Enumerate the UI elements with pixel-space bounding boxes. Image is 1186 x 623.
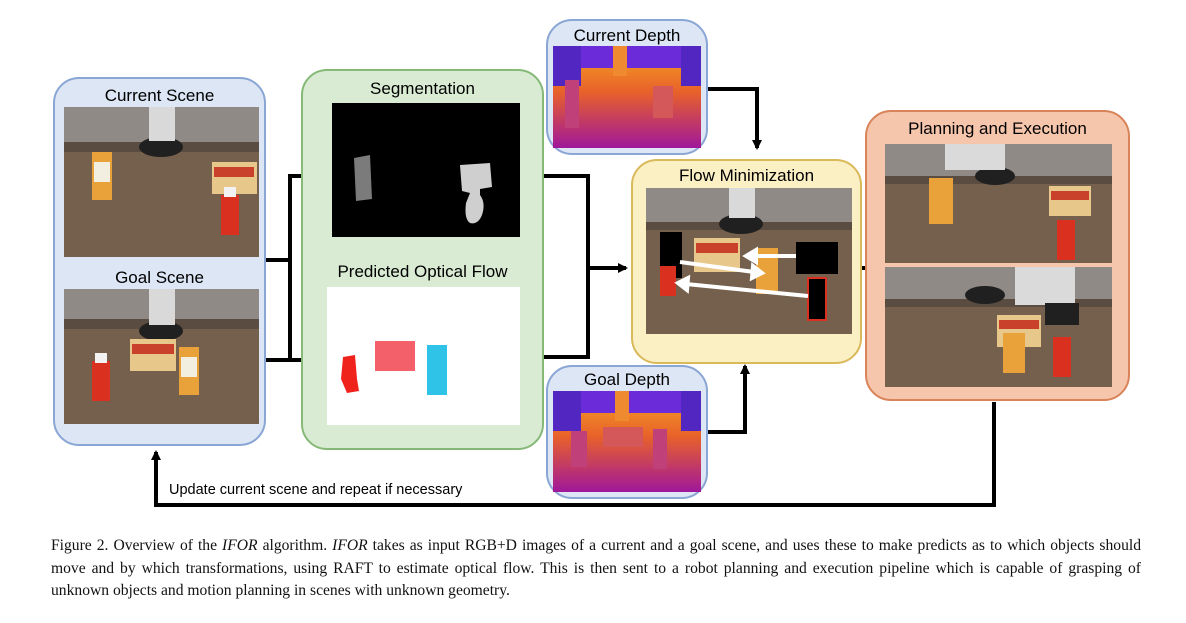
planning-frame-2-image — [885, 267, 1112, 387]
caption-text-1: Overview of the — [108, 537, 223, 554]
flow-minimization-image — [646, 188, 852, 334]
predicted-flow-image — [327, 287, 520, 425]
goal-depth-title: Goal Depth — [584, 370, 670, 389]
goal-scene-title: Goal Scene — [115, 268, 204, 287]
caption-figure-number: Figure 2. — [51, 537, 109, 554]
caption-ifor-2: IFOR — [332, 537, 368, 554]
planning-execution-title: Planning and Execution — [908, 119, 1087, 138]
goal-scene-image — [64, 289, 259, 424]
caption-text-2: algorithm. — [257, 537, 333, 554]
caption-ifor-1: IFOR — [222, 537, 258, 554]
current-depth-title: Current Depth — [573, 26, 681, 45]
goal-depth-image — [553, 391, 701, 492]
current-depth-image — [553, 46, 701, 148]
flow-minimization-title: Flow Minimization — [678, 166, 815, 185]
current-scene-title: Current Scene — [104, 86, 215, 105]
figure-caption: Figure 2. Overview of the IFOR algorithm… — [51, 535, 1141, 603]
segmentation-title: Segmentation — [370, 79, 475, 98]
current-scene-image — [64, 107, 259, 257]
segmentation-mask-image — [332, 103, 520, 237]
loop-back-label: Update current scene and repeat if neces… — [169, 482, 463, 498]
caption-text-3: takes as input RGB+D images of a current… — [51, 537, 1142, 599]
planning-frame-1-image — [885, 144, 1112, 263]
predicted-flow-title: Predicted Optical Flow — [337, 262, 508, 281]
